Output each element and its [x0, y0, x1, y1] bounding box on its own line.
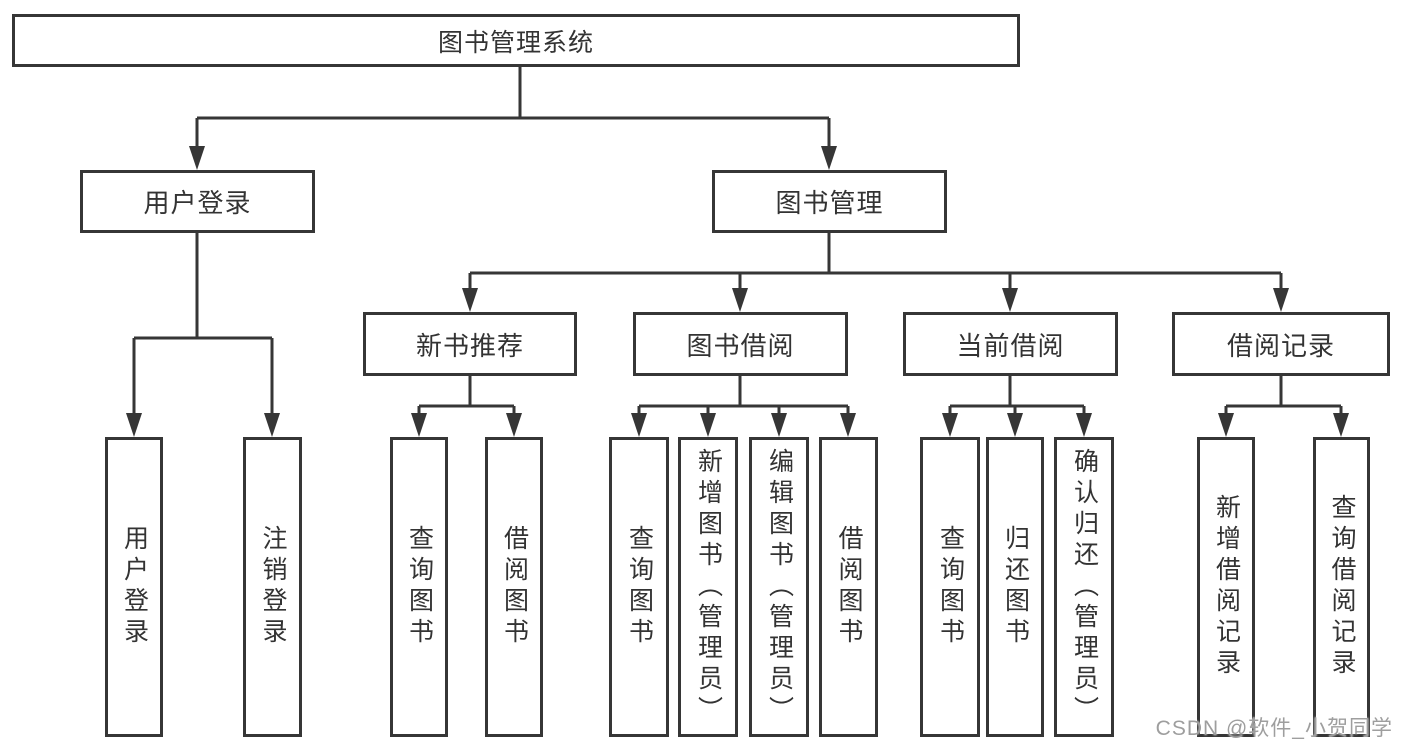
- node-label: 查询图书: [625, 525, 654, 649]
- leaf-borrow-books-recommend: 借阅图书: [485, 437, 543, 737]
- leaf-logout: 注销登录: [243, 437, 302, 737]
- node-current-borrowing: 当前借阅: [903, 312, 1118, 376]
- node-label: 借阅记录: [1226, 330, 1335, 361]
- leaf-borrow-books-borrowing: 借阅图书: [819, 437, 878, 737]
- leaf-query-books-current: 查询图书: [920, 437, 980, 737]
- leaf-return-book: 归还图书: [986, 437, 1044, 737]
- node-label: 查询借阅记录: [1328, 494, 1356, 680]
- node-label: 编辑图书（管理员）: [765, 447, 794, 727]
- node-label: 归还图书: [1001, 525, 1030, 649]
- node-label: 查询图书: [405, 525, 434, 649]
- node-book-management: 图书管理: [712, 170, 947, 233]
- node-label: 当前借阅: [956, 330, 1065, 361]
- leaf-add-borrow-record: 新增借阅记录: [1197, 437, 1255, 737]
- leaf-query-borrow-record: 查询借阅记录: [1313, 437, 1370, 737]
- node-book-borrowing: 图书借阅: [633, 312, 848, 376]
- node-label: 图书管理: [775, 188, 884, 218]
- node-label: 图书管理系统: [437, 28, 594, 57]
- node-label: 用户登录: [120, 525, 149, 649]
- node-label: 新书推荐: [415, 330, 524, 361]
- node-borrow-records: 借阅记录: [1172, 312, 1390, 376]
- leaf-user-login: 用户登录: [105, 437, 163, 737]
- node-new-book-recommend: 新书推荐: [363, 312, 577, 376]
- node-root-system: 图书管理系统: [12, 14, 1020, 67]
- leaf-edit-book-admin: 编辑图书（管理员）: [749, 437, 809, 737]
- node-label: 用户登录: [143, 188, 252, 218]
- node-label: 图书借阅: [686, 330, 795, 361]
- node-user-login: 用户登录: [80, 170, 315, 233]
- node-label: 借阅图书: [835, 525, 863, 649]
- csdn-watermark: CSDN @软件_小贺同学: [1155, 717, 1393, 740]
- node-label: 注销登录: [259, 525, 287, 649]
- node-label: 新增图书（管理员）: [694, 447, 723, 727]
- leaf-query-books-borrowing: 查询图书: [609, 437, 669, 737]
- leaf-query-books-recommend: 查询图书: [390, 437, 448, 737]
- node-label: 借阅图书: [500, 525, 529, 649]
- node-label: 确认归还（管理员）: [1070, 447, 1099, 727]
- leaf-add-book-admin: 新增图书（管理员）: [678, 437, 738, 737]
- node-label: 新增借阅记录: [1212, 494, 1241, 680]
- node-label: 查询图书: [936, 525, 965, 649]
- arrowhead-icons: [126, 146, 1349, 437]
- leaf-confirm-return-admin: 确认归还（管理员）: [1054, 437, 1114, 737]
